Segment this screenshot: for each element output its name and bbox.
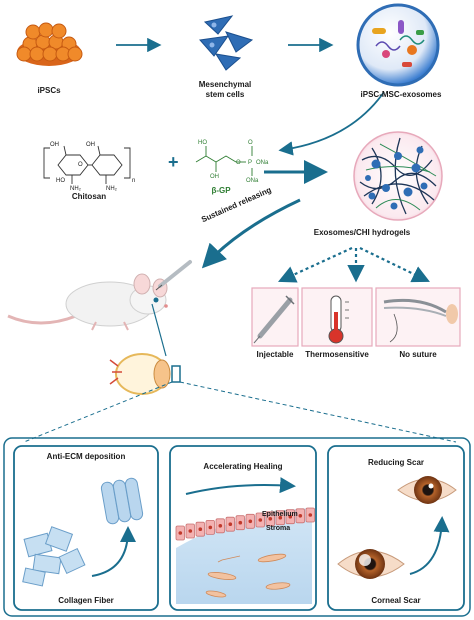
chitosan-structure-icon [43, 145, 131, 184]
reducing-scar-title: Reducing Scar [367, 458, 424, 467]
cornea-focus-box [171, 365, 181, 383]
healing-arrow [185, 477, 296, 495]
gp-oh-bottom: OH [210, 174, 219, 180]
hydrogel-network-icon [353, 131, 443, 221]
gp-ho-top: HO [198, 140, 207, 146]
chitosan-nh2-right: NH₂ [106, 186, 117, 192]
msc-label-line2: stem cells [205, 90, 245, 99]
epithelium-cell-nucleus [258, 518, 263, 522]
injection-syringe-icon [155, 260, 192, 291]
hydrogel-label: Exosomes/CHI hydrogels [313, 228, 411, 237]
collagen-fiber-clump-icon [22, 526, 86, 587]
eye-cross-section-icon [109, 353, 171, 395]
gp-p-atom: P [248, 160, 253, 166]
plus-sign: + [168, 152, 179, 172]
mouse-eye-callout [151, 303, 167, 357]
epithelium-cell-nucleus [208, 525, 213, 530]
epithelium-cell-nucleus [238, 520, 243, 525]
syringe-icon [253, 295, 295, 344]
epithelium-cell-nucleus [268, 517, 273, 521]
scarred-eye-icon [337, 549, 405, 579]
anti-ecm-arrow [91, 526, 136, 577]
gp-ona-right: ONa [256, 160, 269, 166]
exosome-sphere-icon [356, 3, 440, 87]
mesenchymal-cells-icon [199, 15, 254, 71]
beta-gp-structure-icon [195, 146, 253, 176]
corneal-scar-label: Corneal Scar [371, 596, 421, 605]
epithelium-cell-nucleus [228, 522, 233, 526]
thermosensitive-box [301, 287, 373, 347]
epithelium-cell-nucleus [278, 515, 283, 520]
zoom-dashed-lines [23, 381, 457, 443]
chitosan-n-subscript: n [132, 178, 136, 184]
chitosan-ho-bottom: HO [56, 178, 65, 184]
healing-panel [169, 445, 317, 611]
thermometer-icon [328, 295, 349, 344]
anti-ecm-title: Anti-ECM deposition [46, 452, 126, 461]
ipscs-label: iPSCs [37, 86, 61, 95]
chitosan-oh-top-right: OH [86, 142, 95, 148]
epithelium-cells [175, 507, 315, 541]
beta-gp-label: β-GP [211, 186, 231, 195]
forceps-suture-icon [383, 298, 458, 343]
stroma-label: Stroma [266, 525, 291, 532]
epithelium-cell-nucleus [298, 514, 303, 518]
chitosan-oh-top-left: OH [50, 142, 59, 148]
chitosan-o-link: O [78, 162, 83, 168]
epithelium-cell-nucleus [188, 529, 193, 533]
gp-ona-bottom: ONa [246, 178, 259, 184]
mouse-illustration [7, 273, 168, 331]
epithelium-cell-nucleus [218, 524, 223, 528]
epithelium-cell-nucleus [308, 513, 313, 517]
epithelium-cell-nucleus [198, 527, 203, 531]
injectable-box [251, 287, 299, 347]
no-suture-box [375, 287, 461, 347]
collagen-fiber-label: Collagen Fiber [58, 596, 114, 605]
bottom-panels-frame [3, 437, 471, 617]
msc-label-line1: Mesenchymal [198, 80, 252, 89]
exosome-label: iPSC-MSC-exosomes [360, 90, 442, 99]
dotted-arrows [277, 246, 430, 283]
healing-title: Accelerating Healing [203, 462, 283, 471]
chitosan-label: Chitosan [71, 192, 107, 201]
chitosan-nh2-left: NH₂ [70, 186, 81, 192]
healthy-eye-icon [397, 476, 457, 504]
arrow-exosome-to-mix [278, 91, 385, 156]
ipsc-cluster-icon [16, 22, 83, 66]
gp-o-double: O [248, 140, 253, 146]
gp-o-link: O [236, 160, 241, 166]
reducing-scar-arrow [409, 516, 450, 575]
no-suture-label: No suture [399, 350, 437, 359]
epithelium-cell-nucleus [178, 531, 183, 535]
epithelium-label: Epithelium [262, 511, 298, 518]
injectable-label: Injectable [256, 350, 294, 359]
anti-ecm-panel [13, 445, 159, 611]
epithelium-cell-nucleus [248, 519, 253, 524]
epithelium-cell-nucleus [288, 514, 293, 519]
scar-panel [327, 445, 465, 611]
collagen-fiber-bundle-icon [100, 477, 144, 525]
thermosensitive-label: Thermosensitive [305, 350, 369, 359]
sustained-release-arrow [201, 198, 301, 269]
